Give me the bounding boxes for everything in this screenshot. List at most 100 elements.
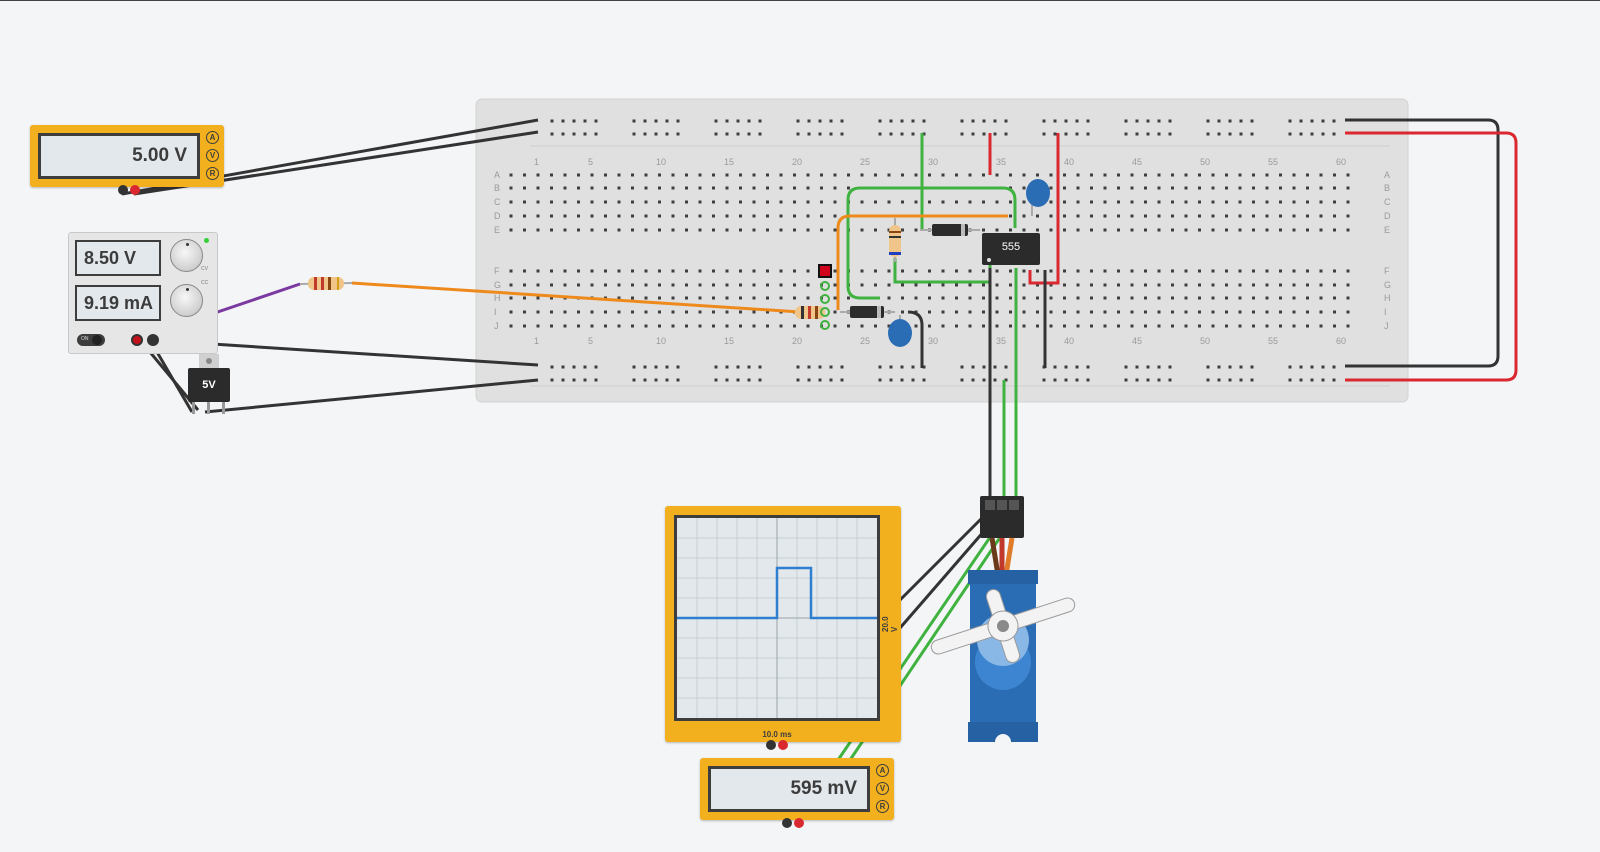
breadboard-hole[interactable]: [1144, 173, 1147, 177]
oscilloscope[interactable]: 20.0 V 10.0 ms: [665, 506, 901, 750]
breadboard-hole[interactable]: [874, 324, 877, 328]
breadboard-hole[interactable]: [840, 365, 844, 369]
breadboard-hole[interactable]: [685, 324, 688, 328]
breadboard-hole[interactable]: [1049, 296, 1053, 300]
breadboard-hole[interactable]: [968, 283, 972, 287]
breadboard-hole[interactable]: [860, 324, 864, 328]
breadboard-hole[interactable]: [550, 228, 553, 232]
breadboard-hole[interactable]: [806, 296, 810, 300]
breadboard-hole[interactable]: [712, 214, 715, 218]
breadboard-hole[interactable]: [725, 269, 729, 273]
breadboard-hole[interactable]: [561, 132, 565, 136]
multimeter-top[interactable]: 5.00 V A V R: [30, 125, 224, 195]
breadboard-hole[interactable]: [1075, 119, 1079, 123]
breadboard-hole[interactable]: [1124, 119, 1128, 123]
breadboard-hole[interactable]: [1090, 200, 1093, 204]
breadboard-hole[interactable]: [820, 228, 823, 232]
breadboard-hole[interactable]: [509, 214, 513, 218]
breadboard-hole[interactable]: [887, 283, 891, 287]
breadboard-hole[interactable]: [536, 200, 540, 204]
breadboard-hole[interactable]: [982, 269, 985, 273]
breadboard-hole[interactable]: [806, 173, 810, 177]
breadboard-hole[interactable]: [1198, 214, 1201, 218]
breadboard-hole[interactable]: [847, 186, 850, 190]
breadboard-hole[interactable]: [1346, 269, 1350, 273]
breadboard-hole[interactable]: [889, 119, 893, 123]
probe-terminal-black[interactable]: [782, 818, 792, 828]
breadboard-hole[interactable]: [523, 283, 526, 287]
breadboard-hole[interactable]: [820, 214, 823, 218]
breadboard-hole[interactable]: [779, 200, 783, 204]
breadboard-hole[interactable]: [1292, 324, 1296, 328]
breadboard-hole[interactable]: [676, 132, 680, 136]
breadboard-hole[interactable]: [1211, 173, 1215, 177]
breadboard-hole[interactable]: [1319, 228, 1323, 232]
breadboard-hole[interactable]: [833, 228, 837, 232]
breadboard-hole[interactable]: [982, 296, 985, 300]
breadboard-hole[interactable]: [847, 324, 850, 328]
wire-black[interactable]: [898, 513, 987, 602]
breadboard-hole[interactable]: [1310, 378, 1314, 382]
breadboard-hole[interactable]: [1171, 269, 1174, 273]
breadboard-hole[interactable]: [1306, 283, 1309, 287]
breadboard-hole[interactable]: [900, 132, 904, 136]
breadboard-hole[interactable]: [563, 310, 567, 314]
breadboard-hole[interactable]: [550, 378, 554, 382]
breadboard-hole[interactable]: [1252, 324, 1255, 328]
breadboard-hole[interactable]: [654, 378, 658, 382]
breadboard-hole[interactable]: [1306, 269, 1309, 273]
breadboard-hole[interactable]: [577, 324, 580, 328]
breadboard-hole[interactable]: [1130, 324, 1134, 328]
breadboard-hole[interactable]: [714, 365, 718, 369]
breadboard-hole[interactable]: [536, 324, 540, 328]
breadboard-hole[interactable]: [523, 324, 526, 328]
breadboard-hole[interactable]: [1009, 296, 1012, 300]
breadboard-hole[interactable]: [632, 365, 636, 369]
breadboard-hole[interactable]: [1135, 365, 1139, 369]
breadboard-hole[interactable]: [671, 173, 675, 177]
breadboard-hole[interactable]: [712, 296, 715, 300]
breadboard-hole[interactable]: [1103, 310, 1107, 314]
breadboard-hole[interactable]: [914, 283, 918, 287]
breadboard-hole[interactable]: [736, 365, 740, 369]
breadboard-hole[interactable]: [1168, 378, 1172, 382]
breadboard-hole[interactable]: [1146, 119, 1150, 123]
breadboard-hole[interactable]: [1171, 200, 1174, 204]
breadboard-hole[interactable]: [1004, 378, 1008, 382]
breadboard-hole[interactable]: [617, 186, 621, 190]
breadboard-hole[interactable]: [1238, 296, 1242, 300]
breadboard-hole[interactable]: [1004, 119, 1008, 123]
breadboard-hole[interactable]: [1064, 365, 1068, 369]
breadboard-hole[interactable]: [1306, 310, 1309, 314]
breadboard-hole[interactable]: [1211, 200, 1215, 204]
breadboard-hole[interactable]: [671, 310, 675, 314]
breadboard-hole[interactable]: [1036, 310, 1039, 314]
breadboard-hole[interactable]: [941, 200, 945, 204]
breadboard-hole[interactable]: [631, 186, 634, 190]
breadboard-hole[interactable]: [833, 310, 837, 314]
breadboard-hole[interactable]: [1333, 214, 1336, 218]
breadboard-hole[interactable]: [1288, 119, 1292, 123]
breadboard-hole[interactable]: [590, 283, 594, 287]
breadboard-hole[interactable]: [536, 269, 540, 273]
breadboard-hole[interactable]: [960, 365, 964, 369]
breadboard-hole[interactable]: [887, 269, 891, 273]
breadboard-hole[interactable]: [887, 173, 891, 177]
breadboard-hole[interactable]: [901, 200, 904, 204]
breadboard-hole[interactable]: [833, 324, 837, 328]
breadboard-hole[interactable]: [594, 365, 598, 369]
breadboard-hole[interactable]: [1184, 310, 1188, 314]
breadboard-hole[interactable]: [766, 228, 769, 232]
breadboard-hole[interactable]: [631, 310, 634, 314]
breadboard-hole[interactable]: [1332, 378, 1336, 382]
breadboard-hole[interactable]: [1306, 200, 1309, 204]
breadboard-hole[interactable]: [1252, 310, 1255, 314]
breadboard-hole[interactable]: [818, 132, 822, 136]
breadboard-hole[interactable]: [1198, 200, 1201, 204]
breadboard-hole[interactable]: [1103, 269, 1107, 273]
breadboard-hole[interactable]: [550, 186, 553, 190]
breadboard-hole[interactable]: [536, 310, 540, 314]
breadboard-hole[interactable]: [928, 283, 931, 287]
breadboard-hole[interactable]: [1022, 296, 1026, 300]
breadboard-hole[interactable]: [685, 283, 688, 287]
